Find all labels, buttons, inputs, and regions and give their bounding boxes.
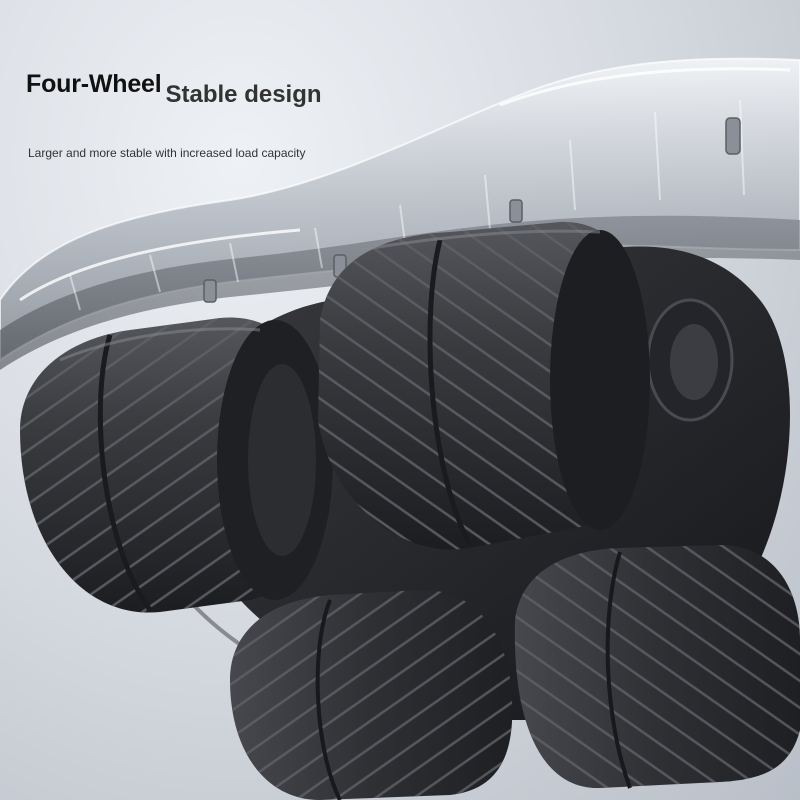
headline-light: Stable design [165, 81, 322, 108]
subheadline: Larger and more stable with increased lo… [28, 146, 306, 160]
wheel-front-left [20, 317, 333, 613]
headline-strong: Four-Wheel [26, 70, 162, 98]
wheel-rear-left [230, 589, 513, 800]
wheel-front-right [318, 221, 650, 550]
wheel-rear-right [514, 545, 800, 789]
